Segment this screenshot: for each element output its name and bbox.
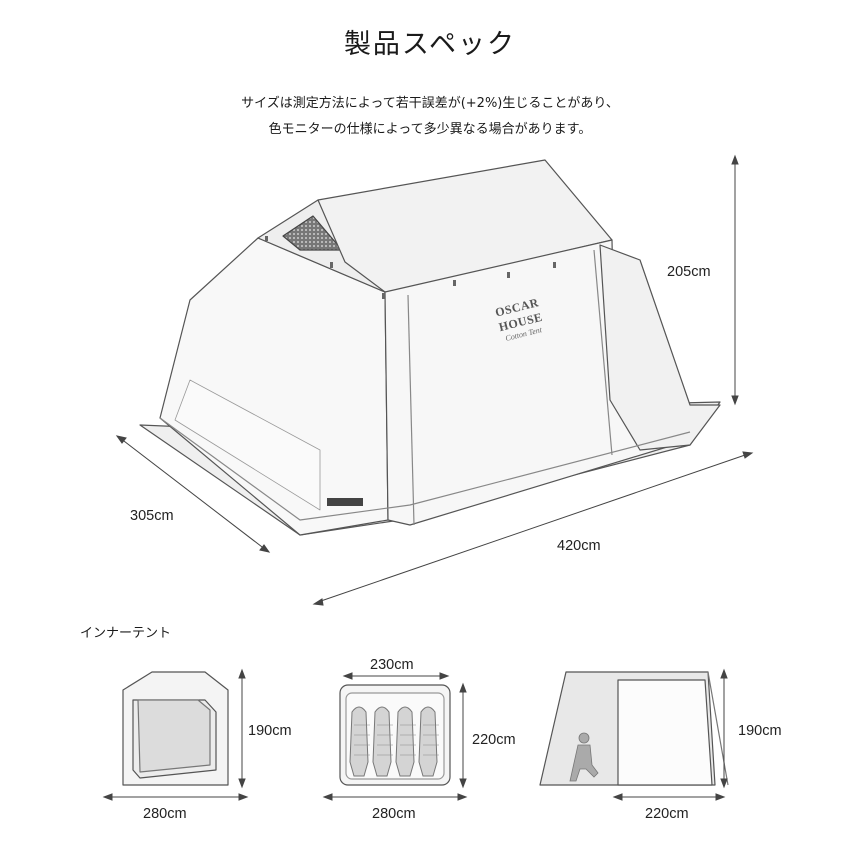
inner-view2-height: 220cm <box>472 732 516 748</box>
disclaimer-line-1: サイズは測定方法によって若干誤差が(+2%)生じることがあり、 <box>241 96 619 111</box>
page-title: 製品スペック <box>343 29 517 60</box>
inner-view1-width: 280cm <box>143 806 187 822</box>
inner-view2-width: 280cm <box>372 806 416 822</box>
inner-tent-heading: インナーテント <box>80 626 172 641</box>
disclaimer-line-2: 色モニターの仕様によって多少異なる場合があります。 <box>268 122 592 137</box>
inner-view3-width: 220cm <box>645 806 689 822</box>
height-dimension: 205cm <box>667 264 711 280</box>
inner-view1-height: 190cm <box>248 723 292 739</box>
inner-view2-top-width: 230cm <box>370 657 414 673</box>
inner-view3-height: 190cm <box>738 723 782 739</box>
width-dimension: 420cm <box>557 538 601 554</box>
depth-dimension: 305cm <box>130 508 174 524</box>
